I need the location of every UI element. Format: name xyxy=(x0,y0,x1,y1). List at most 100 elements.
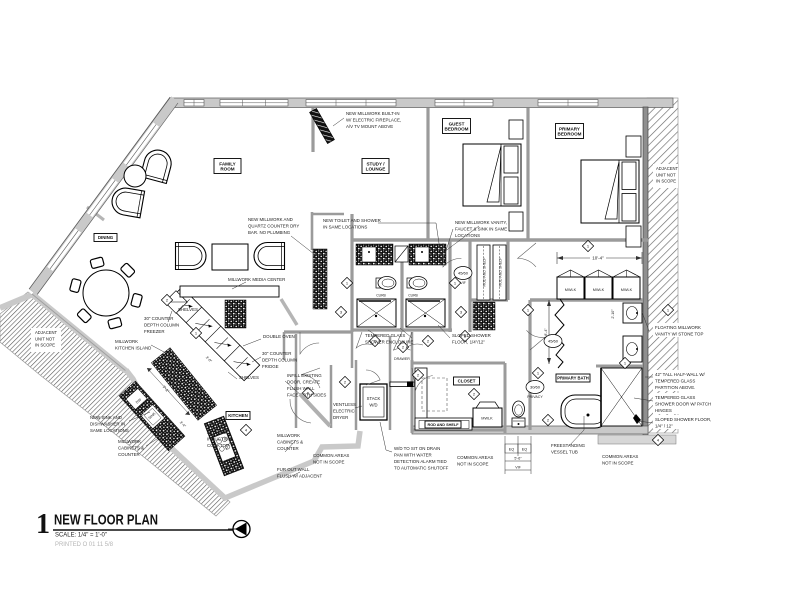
svg-text:FLUSH WALL: FLUSH WALL xyxy=(287,386,315,391)
svg-text:KITCHEN ISLAND: KITCHEN ISLAND xyxy=(115,346,151,351)
svg-text:3'-0": 3'-0" xyxy=(205,355,213,363)
svg-text:TO AUTOMATIC SHUTOFF: TO AUTOMATIC SHUTOFF xyxy=(394,466,449,471)
svg-text:CABINETS &: CABINETS & xyxy=(118,446,144,451)
svg-text:TEMPERED GLASS: TEMPERED GLASS xyxy=(655,379,695,384)
svg-text:IN SCOPE: IN SCOPE xyxy=(656,179,676,184)
svg-text:FACE BOTH SIDES: FACE BOTH SIDES xyxy=(287,393,326,398)
svg-text:TEMPERED GLASS: TEMPERED GLASS xyxy=(655,395,695,400)
svg-text:2: 2 xyxy=(427,339,430,344)
svg-text:2: 2 xyxy=(417,373,420,378)
svg-text:PRIMARY BATH: PRIMARY BATH xyxy=(557,375,589,380)
svg-text:1: 1 xyxy=(346,281,349,286)
svg-text:A/V TV MOUNT ABOVE: A/V TV MOUNT ABOVE xyxy=(346,124,393,129)
svg-text:3'-4": 3'-4" xyxy=(179,420,187,428)
svg-text:COOKTOP: COOKTOP xyxy=(207,443,229,448)
svg-text:SLOPED SHOWER: SLOPED SHOWER xyxy=(452,333,491,338)
svg-text:INDUCTION: INDUCTION xyxy=(207,437,231,442)
svg-text:W/ ELECTRIC FIREPLACE,: W/ ELECTRIC FIREPLACE, xyxy=(346,118,401,123)
svg-text:BEDROOM: BEDROOM xyxy=(445,126,469,131)
svg-text:IN SCOPE: IN SCOPE xyxy=(35,343,55,348)
svg-text:BAR. NO PLUMBING: BAR. NO PLUMBING xyxy=(248,230,291,235)
svg-text:FAMILY: FAMILY xyxy=(219,161,235,166)
svg-text:SHOWER ENCLOSURE: SHOWER ENCLOSURE xyxy=(365,340,413,345)
svg-text:1: 1 xyxy=(454,281,457,286)
svg-text:EQ: EQ xyxy=(509,448,515,452)
svg-text:PAN WITH WATER: PAN WITH WATER xyxy=(394,453,432,458)
svg-text:30" COUNTER: 30" COUNTER xyxy=(144,316,173,321)
svg-text:QUARTZ COUNTER DRY: QUARTZ COUNTER DRY xyxy=(248,224,299,229)
svg-text:STACK: STACK xyxy=(367,396,381,401)
svg-text:MILLWORK: MILLWORK xyxy=(277,433,300,438)
svg-text:FLUSH W/ ADJACENT: FLUSH W/ ADJACENT xyxy=(277,474,322,479)
svg-text:BEDROOM: BEDROOM xyxy=(558,131,582,136)
svg-text:42" TALL HALF-WALL W/: 42" TALL HALF-WALL W/ xyxy=(655,372,705,377)
svg-text:TEMPERED GLASS: TEMPERED GLASS xyxy=(365,333,405,338)
svg-text:2: 2 xyxy=(473,392,476,397)
svg-text:DRAWER: DRAWER xyxy=(394,357,410,361)
svg-text:DOOR, CREATE: DOOR, CREATE xyxy=(287,380,320,385)
svg-text:NOT IN SCOPE: NOT IN SCOPE xyxy=(313,460,344,465)
svg-text:1: 1 xyxy=(587,244,590,249)
svg-text:COMMON AREAS: COMMON AREAS xyxy=(457,455,493,460)
svg-text:SAME LOCATIONS: SAME LOCATIONS xyxy=(90,428,129,433)
svg-text:ROD AND SHELF: ROD AND SHELF xyxy=(427,423,459,427)
svg-text:2: 2 xyxy=(166,298,169,303)
svg-text:UNIT NOT: UNIT NOT xyxy=(656,172,676,177)
svg-text:MILLWORK MEDIA CENTER: MILLWORK MEDIA CENTER xyxy=(228,277,285,282)
svg-text:1: 1 xyxy=(195,331,198,336)
svg-text:NOT IN SCOPE: NOT IN SCOPE xyxy=(457,462,488,467)
svg-text:VESSEL TUB: VESSEL TUB xyxy=(551,450,578,455)
svg-text:VIF: VIF xyxy=(460,281,466,285)
svg-text:COUNTER: COUNTER xyxy=(118,452,140,457)
svg-text:4: 4 xyxy=(657,438,660,443)
svg-text:SLOPED SHOWER FLOOR,: SLOPED SHOWER FLOOR, xyxy=(655,417,711,422)
svg-text:LOUNGE: LOUNGE xyxy=(366,166,386,171)
svg-text:30" COUNTER: 30" COUNTER xyxy=(262,351,291,356)
svg-text:6: 6 xyxy=(307,391,310,396)
svg-text:ADJACENT: ADJACENT xyxy=(35,330,58,335)
svg-text:2: 2 xyxy=(547,418,550,423)
svg-text:CABINETS &: CABINETS & xyxy=(277,440,303,445)
svg-text:2'-10": 2'-10" xyxy=(611,309,615,319)
svg-text:30/60: 30/60 xyxy=(530,385,541,390)
svg-text:CLOSET: CLOSET xyxy=(458,379,476,384)
svg-text:1: 1 xyxy=(667,308,670,313)
svg-text:MWLK: MWLK xyxy=(481,417,493,421)
svg-text:ROD AND SHELF: ROD AND SHELF xyxy=(483,257,487,287)
svg-text:MILLWORK: MILLWORK xyxy=(118,439,141,444)
svg-text:FREEZER: FREEZER xyxy=(144,329,165,334)
svg-text:LOCATIONS: LOCATIONS xyxy=(455,233,480,238)
svg-text:MILLWORK: MILLWORK xyxy=(115,339,138,344)
svg-text:NEW SINK AND: NEW SINK AND xyxy=(90,415,122,420)
svg-text:PRIVACY: PRIVACY xyxy=(527,395,543,399)
svg-text:DEPTH COLUMN: DEPTH COLUMN xyxy=(144,323,179,328)
svg-text:4: 4 xyxy=(245,428,248,433)
svg-text:W/D TO SIT ON DRAIN: W/D TO SIT ON DRAIN xyxy=(394,446,440,451)
svg-text:1/4" / 12": 1/4" / 12" xyxy=(655,424,673,429)
svg-text:NEW TOILET AND SHOWER: NEW TOILET AND SHOWER xyxy=(323,218,381,223)
svg-text:2: 2 xyxy=(344,380,347,385)
svg-text:7'-1": 7'-1" xyxy=(162,384,171,394)
svg-text:FLOATING MILLWORK: FLOATING MILLWORK xyxy=(655,325,701,330)
svg-text:GUEST: GUEST xyxy=(449,121,465,126)
svg-text:W/D: W/D xyxy=(369,402,377,407)
svg-text:2: 2 xyxy=(374,339,377,344)
svg-text:DOUBLE OVEN: DOUBLE OVEN xyxy=(263,334,295,339)
svg-text:CURB: CURB xyxy=(408,294,418,298)
svg-text:2: 2 xyxy=(402,345,405,350)
svg-text:SHELVES: SHELVES xyxy=(178,307,198,312)
svg-text:36" ELEC: 36" ELEC xyxy=(207,430,226,435)
svg-text:NOT IN SCOPE: NOT IN SCOPE xyxy=(602,461,633,466)
svg-text:CURB: CURB xyxy=(376,294,386,298)
svg-text:45/60: 45/60 xyxy=(458,271,469,276)
svg-text:FUR OUT WALL: FUR OUT WALL xyxy=(277,467,310,472)
svg-text:VANITY W/ STONE TOP: VANITY W/ STONE TOP xyxy=(655,332,703,337)
svg-text:3: 3 xyxy=(340,310,343,315)
svg-text:PRIMARY: PRIMARY xyxy=(559,126,580,131)
svg-text:3: 3 xyxy=(460,310,463,315)
svg-text:MWLK: MWLK xyxy=(621,288,633,292)
svg-text:1: 1 xyxy=(36,509,50,540)
svg-text:1: 1 xyxy=(624,361,627,366)
svg-text:KITCHEN: KITCHEN xyxy=(228,413,248,418)
svg-text:UNIT NOT: UNIT NOT xyxy=(35,336,55,341)
